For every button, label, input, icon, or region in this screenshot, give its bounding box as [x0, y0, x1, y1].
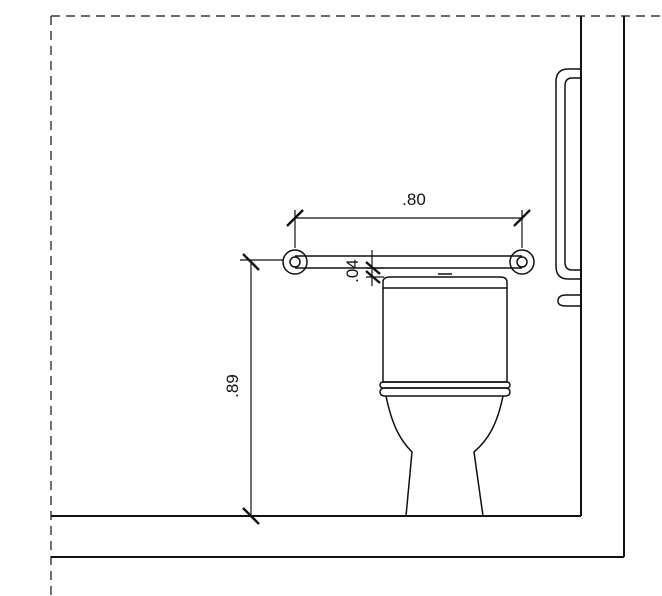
dimension-label-bar-clearance: .04 [343, 259, 362, 283]
dashed-boundary [50, 15, 662, 596]
vertical-grab-bar [555, 68, 581, 307]
wall-and-floor [51, 16, 625, 558]
dimension-label-bar-height: .89 [223, 374, 242, 398]
dimension-bar-clearance: .04 [343, 250, 384, 286]
toilet [379, 273, 511, 517]
dimension-bar-length: .80 [286, 190, 531, 248]
dimension-bar-height: .89 [223, 253, 260, 525]
dimension-label-bar-length: .80 [402, 190, 426, 209]
horizontal-grab-bar [240, 249, 535, 275]
